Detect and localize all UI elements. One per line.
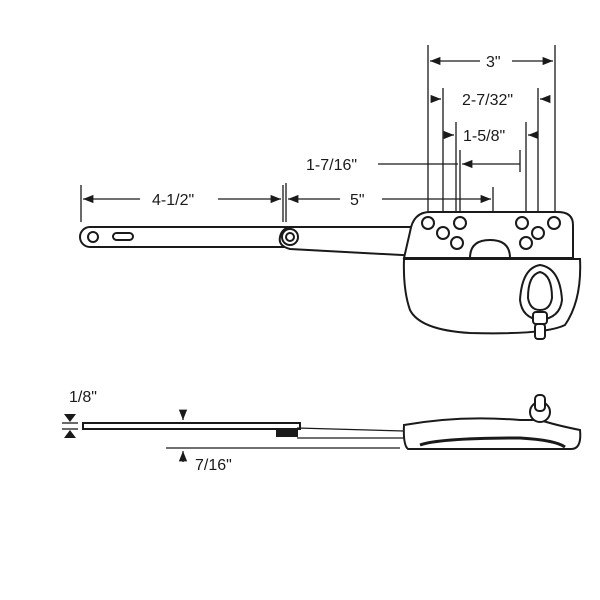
dim-5-inch: 5" [285, 183, 494, 222]
dim-1-5-8-inch: 1-5/8" [443, 122, 539, 215]
dim-2-7-32-inch: 2-7/32" [430, 88, 551, 215]
dim-7-16-inch: 7/16" [166, 409, 400, 474]
secondary-arm [79, 226, 301, 248]
main-arm [278, 226, 423, 258]
label-inner-hole-spacing: 1-5/8" [463, 128, 505, 145]
drive-gear [468, 238, 512, 259]
label-hole-offset: 1-7/16" [306, 157, 357, 174]
label-arm-drop: 7/16" [195, 457, 232, 474]
gearbox-housing [402, 258, 582, 340]
label-arm-thickness: 1/8" [69, 389, 97, 406]
label-secondary-arm-length: 4-1/2" [152, 192, 194, 209]
mounting-holes [421, 216, 561, 250]
crank-spline [532, 311, 548, 325]
dim-1-7-16-inch: 1-7/16" [306, 150, 521, 215]
label-outer-hole-spacing: 2-7/32" [462, 92, 513, 109]
label-overall-width: 3" [486, 54, 501, 71]
dim-4-1-2-inch: 4-1/2" [80, 185, 284, 222]
side-view [82, 394, 582, 451]
label-main-arm-length: 5" [350, 192, 365, 209]
dim-1-8-inch: 1/8" [62, 389, 97, 438]
mounting-plate [402, 211, 574, 259]
dim-3-inch: 3" [427, 45, 556, 215]
